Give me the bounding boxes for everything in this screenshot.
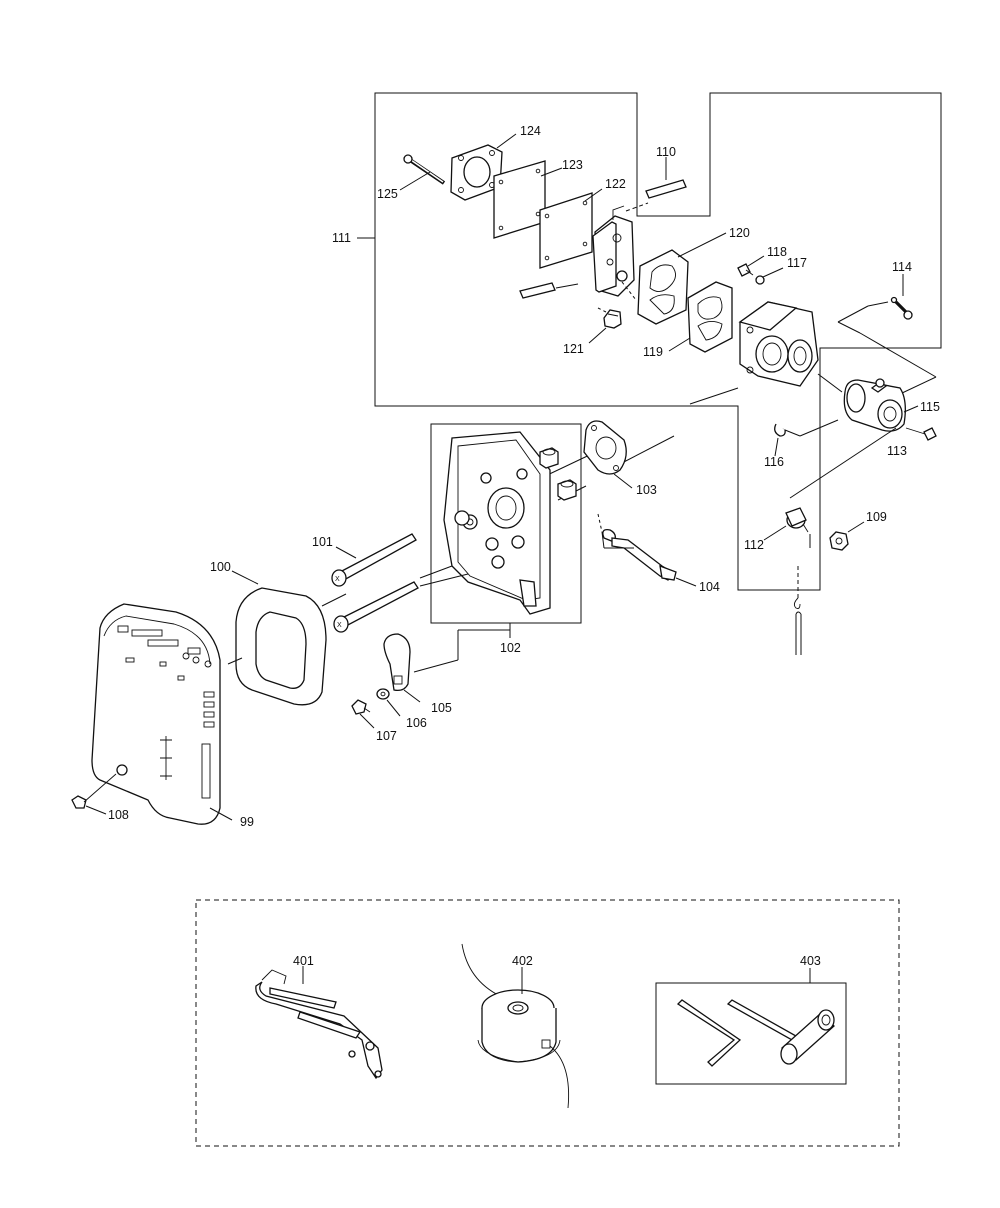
gasket-119 bbox=[687, 281, 733, 353]
label-117: 117 bbox=[787, 256, 807, 270]
label-123: 123 bbox=[562, 158, 583, 172]
bolt-101a: X bbox=[331, 533, 417, 587]
label-114: 114 bbox=[892, 260, 912, 274]
label-113: 113 bbox=[887, 444, 907, 458]
choke-knob-105 bbox=[383, 633, 411, 692]
throttle-cable bbox=[793, 566, 802, 655]
screw-108 bbox=[71, 773, 117, 809]
accessories-box bbox=[195, 899, 900, 1147]
label-109: 109 bbox=[866, 510, 887, 524]
hex-wrench bbox=[676, 999, 742, 1067]
label-121: 121 bbox=[563, 342, 584, 356]
screw-113 bbox=[905, 427, 937, 441]
air-cleaner-base-102 bbox=[443, 431, 551, 615]
nylon-cutting-head-402 bbox=[461, 943, 570, 1109]
tool-set-box bbox=[655, 982, 847, 1085]
circlip-116 bbox=[774, 423, 786, 437]
label-401: 401 bbox=[293, 954, 314, 968]
air-cleaner-cover-99 bbox=[91, 603, 221, 825]
box-spanner bbox=[726, 999, 835, 1065]
shoulder-strap-401 bbox=[255, 969, 383, 1080]
label-403: 403 bbox=[800, 954, 821, 968]
screw-118 bbox=[737, 263, 754, 277]
label-103: 103 bbox=[636, 483, 657, 497]
adjust-screw-112 bbox=[785, 507, 809, 533]
label-115: 115 bbox=[920, 400, 940, 414]
washer-106 bbox=[376, 688, 390, 700]
label-402: 402 bbox=[512, 954, 533, 968]
label-107: 107 bbox=[376, 729, 397, 743]
svg-text:X: X bbox=[335, 576, 340, 583]
o-ring-117 bbox=[755, 275, 765, 285]
label-122: 122 bbox=[605, 177, 626, 191]
label-125: 125 bbox=[377, 187, 398, 201]
label-119: 119 bbox=[643, 345, 663, 359]
label-106: 106 bbox=[406, 716, 427, 730]
label-116: 116 bbox=[764, 455, 784, 469]
bolt-107 bbox=[351, 699, 371, 715]
spacer-102b bbox=[557, 479, 577, 501]
nut-109 bbox=[829, 531, 849, 551]
spacer-102a bbox=[539, 447, 559, 469]
diaphragm-122 bbox=[539, 192, 593, 269]
pin bbox=[519, 282, 556, 299]
carburetor-group-outline bbox=[374, 92, 942, 591]
bolt-101b: X bbox=[333, 581, 419, 633]
label-111: 111 bbox=[332, 231, 351, 245]
gasket-120 bbox=[637, 249, 689, 325]
label-118: 118 bbox=[767, 245, 787, 259]
pump-body bbox=[592, 205, 635, 297]
label-99: 99 bbox=[240, 815, 254, 829]
label-112: 112 bbox=[744, 538, 764, 552]
label-102: 102 bbox=[500, 641, 521, 655]
svg-text:X: X bbox=[337, 622, 342, 629]
label-124: 124 bbox=[520, 124, 541, 138]
label-104: 104 bbox=[699, 580, 720, 594]
air-cleaner-base-box bbox=[430, 423, 582, 624]
air-filter-100 bbox=[235, 587, 327, 706]
label-108: 108 bbox=[108, 808, 129, 822]
label-110: 110 bbox=[656, 145, 676, 159]
throttle-valve-115 bbox=[843, 378, 906, 432]
choke-lever-104 bbox=[602, 529, 677, 581]
label-100: 100 bbox=[210, 560, 231, 574]
gasket-103 bbox=[583, 420, 627, 475]
screw-125 bbox=[403, 154, 446, 185]
screw-114 bbox=[890, 296, 913, 320]
label-105: 105 bbox=[431, 701, 452, 715]
label-101: 101 bbox=[312, 535, 333, 549]
carburetor-body bbox=[738, 301, 819, 387]
filter-121 bbox=[603, 309, 622, 329]
pin-110 bbox=[645, 179, 687, 199]
label-120: 120 bbox=[729, 226, 750, 240]
